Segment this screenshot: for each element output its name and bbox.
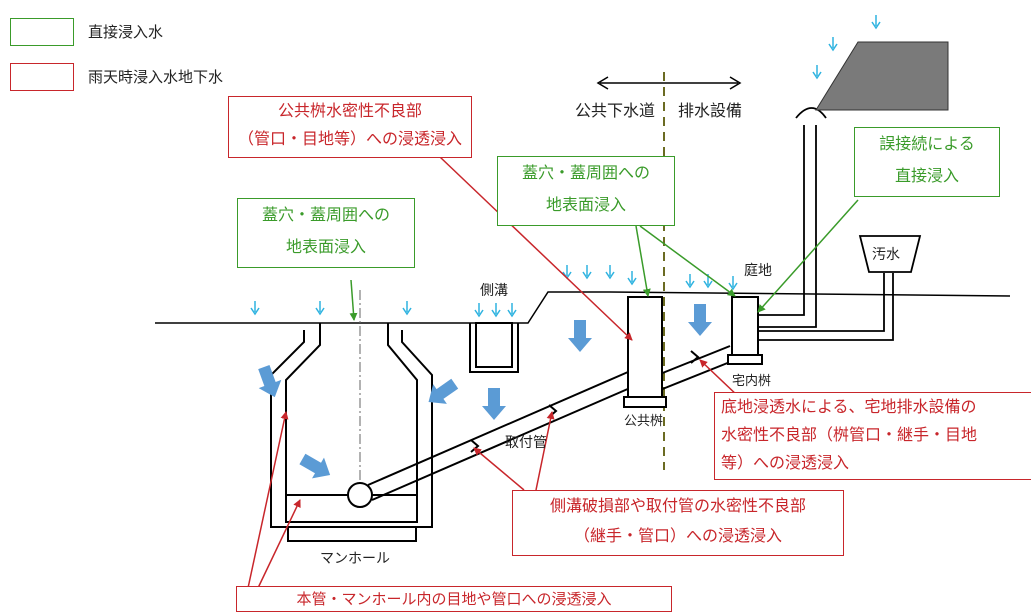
note-line: 地表面浸入 — [545, 195, 626, 214]
note-line: 等）への浸透浸入 — [721, 453, 850, 472]
label-gutter: 側溝 — [480, 283, 508, 299]
note-line: 誤接続による — [879, 134, 975, 153]
note-line: （継手・管口）への浸透浸入 — [573, 526, 782, 545]
sewage-pipe — [758, 273, 894, 341]
ground-line — [155, 291, 1011, 324]
red-leaders — [247, 156, 741, 589]
label-lateral: 取付管 — [505, 435, 547, 451]
note-misconnection: 誤接続による 直接浸入 — [854, 127, 1000, 197]
note-line: 蓋穴・蓋周囲への — [261, 205, 390, 224]
gutter — [469, 322, 519, 373]
green-leaders — [349, 199, 859, 321]
legend-label-direct: 直接浸入水 — [88, 23, 164, 41]
note-line: 公共桝水密性不良部 — [277, 101, 422, 120]
downspout — [758, 107, 827, 328]
label-public-sewer: 公共下水道 — [575, 101, 656, 120]
house-pit — [727, 296, 763, 365]
legend-label-rain: 雨天時浸入水地下水 — [88, 68, 224, 86]
sewage-fixture — [858, 235, 922, 273]
note-line: 水密性不良部（桝管口・継手・目地 — [721, 425, 978, 444]
label-garden: 庭地 — [744, 263, 772, 279]
note-line: 地表面浸入 — [285, 237, 366, 256]
note-public-pit-leak: 公共桝水密性不良部 （管口・目地等）への浸透浸入 — [228, 96, 472, 158]
note-line: 底地浸透水による、宅地排水設備の — [721, 397, 977, 416]
label-house-pit: 宅内桝 — [732, 374, 772, 389]
label-sewage: 汚水 — [872, 247, 900, 263]
note-surface-left: 蓋穴・蓋周囲への 地表面浸入 — [237, 198, 415, 268]
note-line: （管口・目地等）への浸透浸入 — [237, 129, 462, 148]
note-line: 直接浸入 — [894, 166, 959, 185]
note-subsurface-infiltration: 底地浸透水による、宅地排水設備の 水密性不良部（桝管口・継手・目地 等）への浸透… — [714, 392, 1031, 480]
label-public-pit: 公共桝 — [624, 414, 664, 429]
note-line: 本管・マンホール内の目地や管口への浸透浸入 — [296, 590, 612, 608]
label-drainage-facility: 排水設備 — [678, 101, 743, 120]
legend-swatch-rain — [10, 63, 74, 91]
roof — [815, 41, 949, 111]
label-manhole: マンホール — [320, 551, 390, 567]
note-surface-mid: 蓋穴・蓋周囲への 地表面浸入 — [497, 156, 675, 226]
legend-swatch-direct — [10, 18, 74, 46]
note-gutter-damage: 側溝破損部や取付管の水密性不良部 （継手・管口）への浸透浸入 — [512, 490, 844, 556]
note-line: 側溝破損部や取付管の水密性不良部 — [549, 496, 806, 515]
note-main-pipe: 本管・マンホール内の目地や管口への浸透浸入 — [236, 586, 672, 612]
note-line: 蓋穴・蓋周囲への — [521, 163, 650, 182]
public-pit — [623, 296, 667, 408]
manhole — [270, 323, 433, 542]
